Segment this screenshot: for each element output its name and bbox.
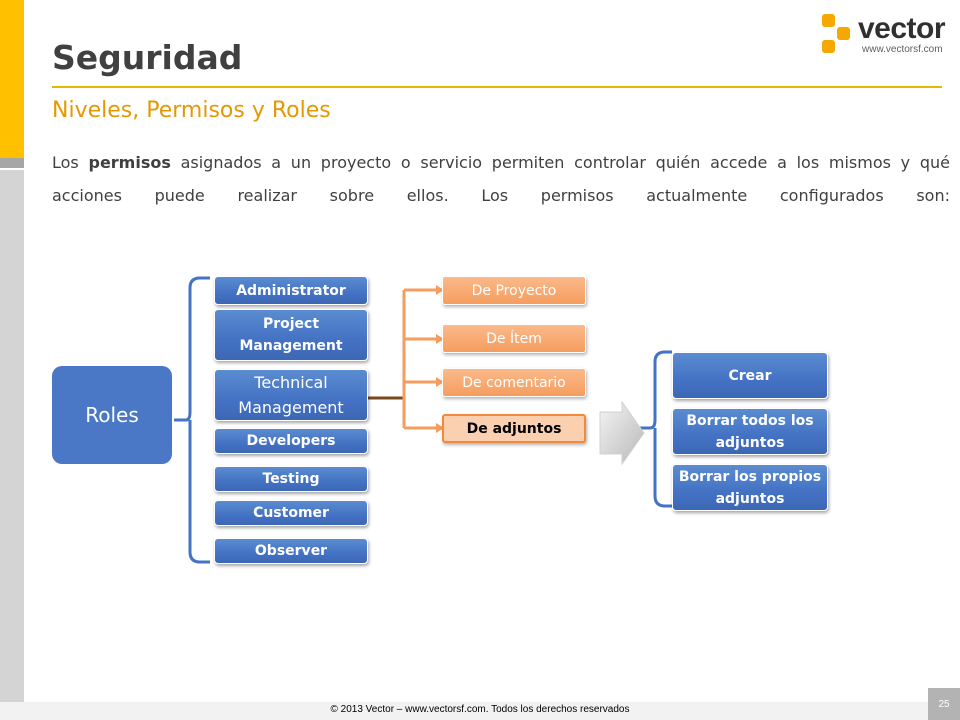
role-project-management: Project Management bbox=[214, 309, 368, 361]
page-number-box bbox=[928, 688, 960, 720]
accent-bar bbox=[0, 0, 24, 158]
permission-de-comentario: De comentario bbox=[442, 368, 586, 397]
action-crear: Crear bbox=[672, 352, 828, 399]
permission-de-proyecto: De Proyecto bbox=[442, 276, 586, 305]
logo-wordmark: vector bbox=[858, 12, 946, 45]
footer-bar bbox=[0, 702, 960, 720]
intro-paragraph: Los permisos asignados a un proyecto o s… bbox=[52, 146, 950, 212]
side-bar-divider bbox=[0, 158, 24, 168]
role-observer: Observer bbox=[214, 538, 368, 564]
title-divider bbox=[52, 86, 942, 88]
permission-de-item: De Ítem bbox=[442, 324, 586, 353]
action-borrar-propios: Borrar los propios adjuntos bbox=[672, 464, 828, 511]
page-title: Seguridad bbox=[52, 38, 243, 77]
intro-text-bold: permisos bbox=[88, 153, 171, 172]
role-technical-management: Technical Management bbox=[214, 369, 368, 421]
chevron-arrow-icon bbox=[599, 400, 645, 466]
role-administrator: Administrator bbox=[214, 276, 368, 305]
page-number: 25 bbox=[938, 699, 950, 710]
action-borrar-todos: Borrar todos los adjuntos bbox=[672, 408, 828, 455]
roles-node: Roles bbox=[52, 366, 172, 464]
permission-de-adjuntos: De adjuntos bbox=[442, 414, 586, 443]
role-testing: Testing bbox=[214, 466, 368, 492]
logo-url: www.vectorsf.com bbox=[862, 44, 943, 55]
role-customer: Customer bbox=[214, 500, 368, 526]
intro-text-start: Los bbox=[52, 153, 89, 172]
role-developers: Developers bbox=[214, 428, 368, 454]
side-bar bbox=[0, 158, 24, 720]
vector-logo-icon bbox=[822, 14, 850, 53]
side-bar-gap bbox=[0, 168, 24, 170]
footer-copyright: © 2013 Vector – www.vectorsf.com. Todos … bbox=[330, 704, 630, 715]
page-subtitle: Niveles, Permisos y Roles bbox=[52, 98, 331, 123]
intro-text-end: asignados a un proyecto o servicio permi… bbox=[52, 153, 951, 205]
